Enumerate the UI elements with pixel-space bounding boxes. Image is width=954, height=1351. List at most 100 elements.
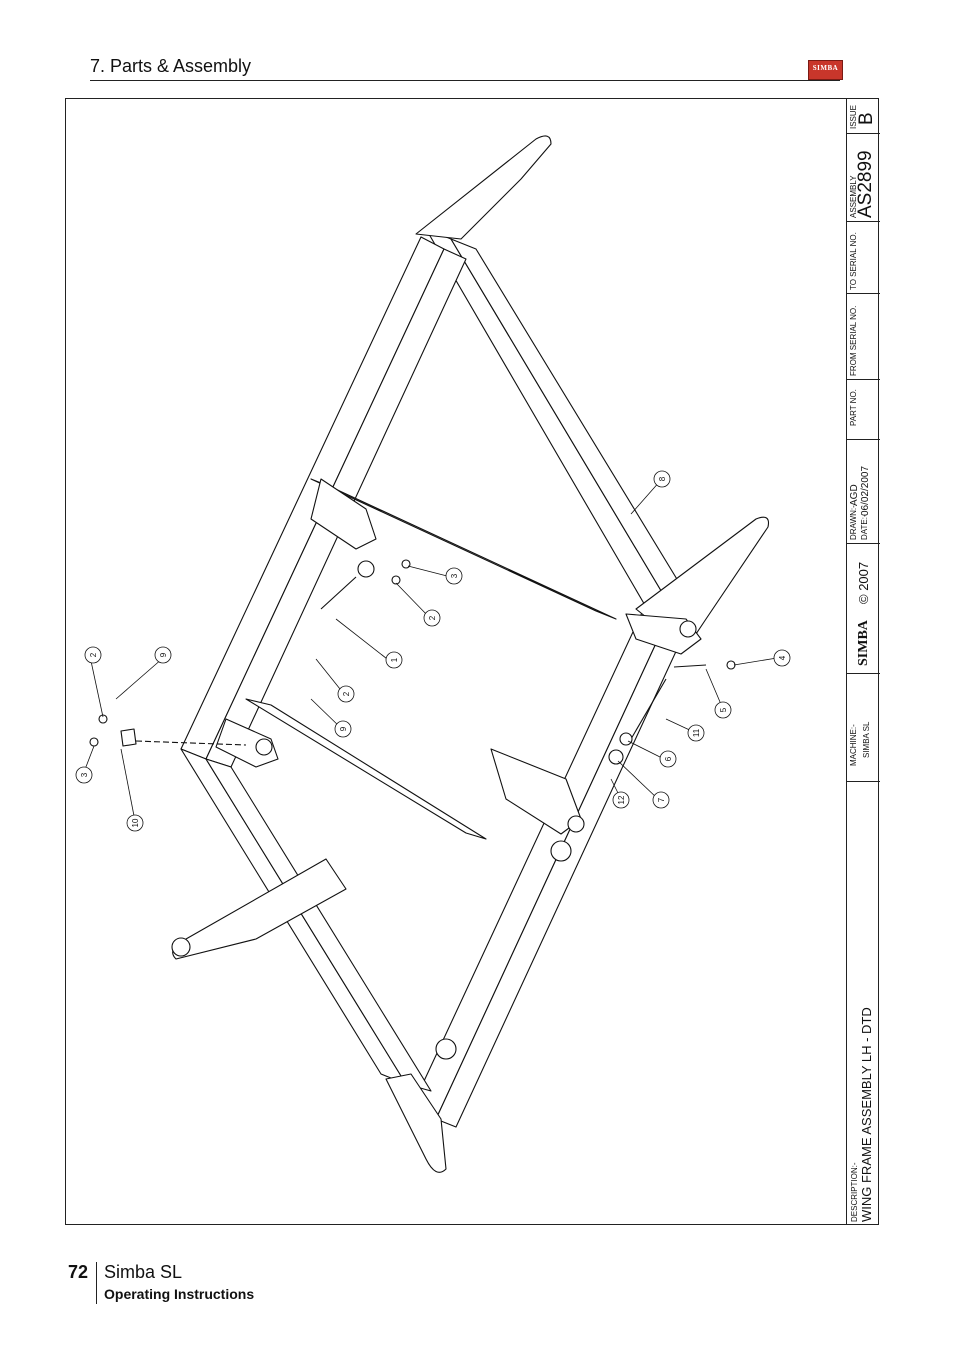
callout-9a: 9 [339,726,348,731]
upper-left-arm [415,135,552,240]
title-block: ISSUE B ASSEMBLY AS2899 TO SERIAL NO. FR… [846,99,880,1225]
callout-3b: 3 [80,772,89,777]
wing-frame-drawing: 1 2 3 2 3 4 5 6 7 8 9 9 10 11 12 2 [75,135,791,1173]
callout-circle-7 [652,791,670,809]
callout-circle-11 [687,724,705,742]
tb-assembly-cell: ASSEMBLY AS2899 [847,133,880,221]
title-block-logo: SIMBA [856,620,871,666]
pin-11 [630,678,667,740]
description: WING FRAME ASSEMBLY LH - DTD [859,1007,874,1222]
upper-main-beam [425,228,667,608]
bracket-upper [310,478,377,550]
callout-circle-3a [445,567,463,585]
nut-3a [401,559,411,569]
bottom-end-plate [385,1073,447,1173]
right-long-beam-face [435,610,692,1128]
callout-circle-12 [612,791,630,809]
tb-from-serial-cell: FROM SERIAL NO. [847,293,880,379]
section-title: 7. Parts & Assembly [90,56,252,76]
bracket-left-pin [255,738,273,756]
bracket-lower [490,748,582,835]
cross-member-lower [245,698,487,840]
callout-2a: 2 [428,615,437,620]
machine-value: SIMBA SL [862,721,871,758]
right-arm [635,516,770,650]
header-rule [90,80,840,81]
pivot-boss-left [171,937,191,957]
callout-circle-8 [653,470,671,488]
callout-circle-9a [334,720,352,738]
lower-beam-face [205,758,432,1092]
callout-2c: 2 [89,652,98,657]
tb-logo-cell: © 2007 SIMBA [847,543,880,673]
tb-issue-cell: ISSUE B [847,99,880,133]
callout-circle-2b [337,685,355,703]
footer-divider [96,1262,97,1304]
washer-2b [98,714,108,724]
callout-8: 8 [658,476,667,481]
drawing-date: 06/02/2007 [860,465,871,516]
drawn-label: DRAWN:- [849,505,858,540]
machine-label: MACHINE:- [849,724,858,766]
callout-6: 6 [664,756,673,761]
bracket-right-pin [679,620,697,638]
callout-1: 1 [390,657,399,662]
drawn-by: AGD [849,484,860,506]
callout-4: 4 [778,655,787,660]
callout-7: 7 [657,797,666,802]
footer-subtitle: Operating Instructions [104,1286,255,1302]
washer-2a [391,575,401,585]
upper-main-beam-face [450,238,687,600]
callout-circle-4 [773,649,791,667]
callout-10: 10 [131,818,140,827]
bolt-5 [673,664,707,668]
copyright: © 2007 [856,561,871,604]
callout-circle-3b [75,766,93,784]
simba-logo: SIMBA [808,60,843,80]
product-name: Simba SL [104,1262,183,1282]
tb-drawn-cell: DRAWN:- AGD DATE:- 06/02/2007 [847,439,880,543]
nut-4 [726,660,736,670]
callout-circle-5 [714,701,732,719]
tb-description-cell: DESCRIPTION:- WING FRAME ASSEMBLY LH - D… [847,781,880,1225]
hub-bottom [435,1038,457,1060]
callout-circle-2c [84,646,102,664]
callout-2b: 2 [342,691,351,696]
callout-circle-6 [659,750,677,768]
callout-circle-10 [126,814,144,832]
bracket-lower-pin [567,815,585,833]
callout-3a: 3 [450,573,459,578]
callout-labels: 1 2 3 2 3 4 5 6 7 8 9 9 10 11 12 [80,476,787,827]
bracket-upper-pin [357,560,375,578]
to-serial-label: TO SERIAL NO. [849,232,858,290]
nut-3b [89,737,99,747]
callout-circle-9b [154,646,172,664]
page-number: 72 [68,1262,89,1282]
assembly-number: AS2899 [855,150,876,218]
callout-11: 11 [692,728,701,737]
issue-value: B [856,112,877,125]
callout-5: 5 [719,707,728,712]
center-line [135,740,247,746]
leader-lines [83,479,778,822]
tb-part-no-cell: PART NO. [847,379,880,439]
callout-9b: 9 [159,652,168,657]
from-serial-label: FROM SERIAL NO. [849,305,858,376]
bracket-10 [120,728,137,747]
callout-circle-1 [385,651,403,669]
nut-7 [608,749,624,765]
tb-to-serial-cell: TO SERIAL NO. [847,221,880,293]
hub-lower-right [550,840,572,862]
date-label: DATE:- [860,514,869,540]
left-long-beam [180,236,445,760]
pin-1 [320,576,357,610]
drawing-frame [65,98,879,1225]
washer-6 [619,732,633,746]
description-label: DESCRIPTION:- [850,1162,859,1222]
callout-12: 12 [617,795,626,804]
tb-machine-cell: MACHINE:- SIMBA SL [847,673,880,781]
logo-text: SIMBA [812,64,839,72]
callout-balloons [75,470,791,832]
callout-circle-2a [423,609,441,627]
part-no-label: PART NO. [849,389,858,426]
